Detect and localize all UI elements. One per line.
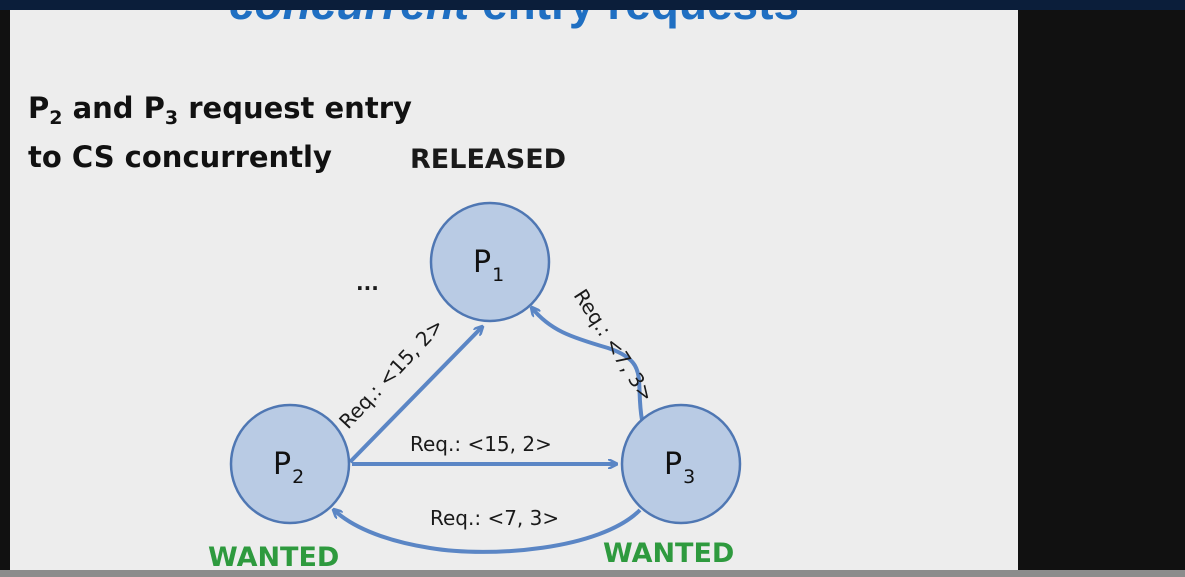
ricart-agrawala-diagram: P1 P2 P3 ... Req.: <15, 2> Req.: <15, 2>… [229,201,742,554]
node-p1 [429,201,551,323]
video-progress-strip [0,570,1185,577]
intro-and-p3: and P [62,91,165,125]
msg-label-p3-to-p1: Req.: <7, 3> [569,285,659,406]
node-p1-label: P1 [473,245,504,286]
top-bar [0,0,1185,10]
intro-text: P2 and P3 request entry to CS concurrent… [28,84,412,182]
state-released-p1: RELEASED [410,144,567,175]
slide-title: concurrent entry requests [10,10,1018,30]
intro-line-1: P2 and P3 request entry [28,84,412,133]
edge-p2-to-p1 [348,327,482,464]
intro-p3-subscript: 3 [164,107,179,129]
msg-label-p2-to-p3: Req.: <15, 2> [410,432,552,456]
ellipsis-more-processes: ... [356,271,379,295]
intro-line-2: to CS concurrently [28,140,332,174]
edge-p3-to-p1 [532,308,644,421]
slide-title-rest: entry requests [469,10,799,29]
slide-title-italic: concurrent [229,10,469,29]
node-p2 [229,403,351,525]
intro-p2-letter: P [28,91,50,125]
edge-p3-to-p2 [334,510,642,554]
node-p3 [620,403,742,525]
intro-request-entry: request entry [178,91,412,125]
node-p3-label: P3 [664,447,695,488]
msg-label-p3-to-p2: Req.: <7, 3> [430,506,559,530]
state-wanted-p2: WANTED [208,542,340,570]
msg-label-p2-to-p1: Req.: <15, 2> [334,313,448,433]
intro-p2-subscript: 2 [49,107,63,129]
state-wanted-p3: WANTED [603,538,735,569]
slide: concurrent entry requests P2 and P3 requ… [10,10,1018,570]
node-p2-label: P2 [273,447,304,488]
